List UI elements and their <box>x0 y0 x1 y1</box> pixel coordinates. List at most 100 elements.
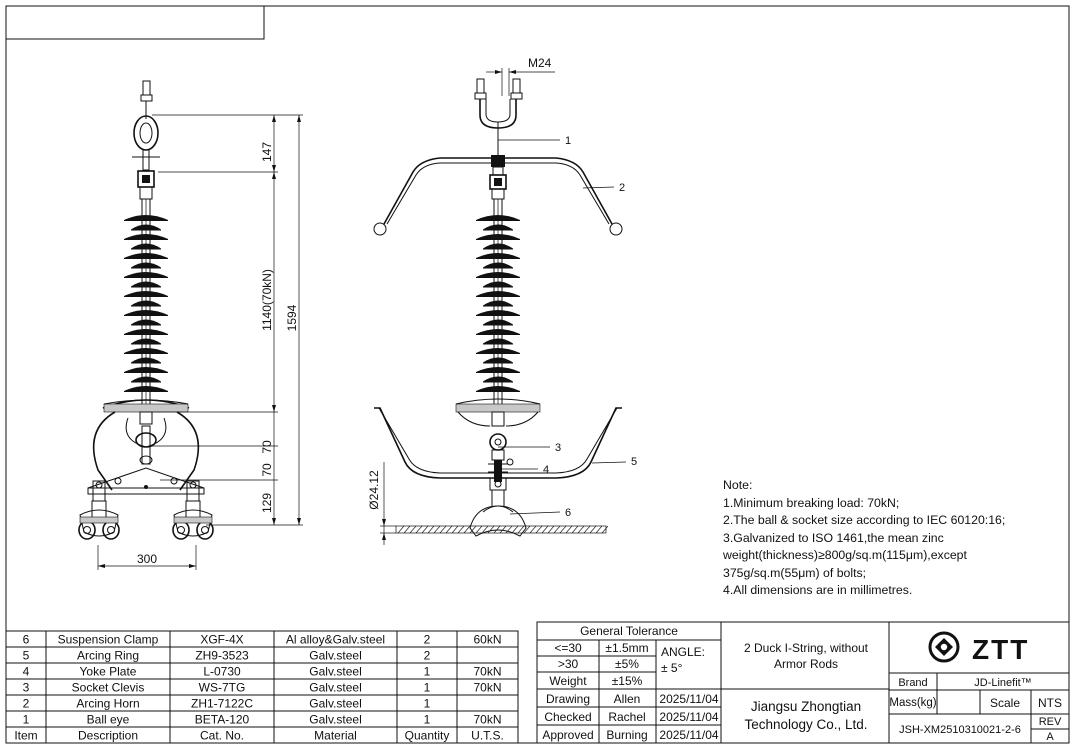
note-line: 2.The ball & socket size according to IE… <box>723 513 1006 527</box>
brand-label: Brand <box>898 677 927 689</box>
notes-title: Note: <box>723 478 753 492</box>
angle-label: ANGLE: <box>661 645 705 659</box>
note-line: 3.Galvanized to ISO 1461,the mean zinc <box>723 530 944 545</box>
tol-r2-a: >30 <box>558 657 579 671</box>
rev-value: A <box>1046 731 1054 743</box>
bom-cell: ZH1-7122C <box>191 697 253 711</box>
tolerance-block: General Tolerance <=30 ±1.5mm >30 ±5% We… <box>536 621 722 744</box>
bom-cell: Galv.steel <box>309 697 361 711</box>
bom-cell: L-0730 <box>203 665 241 679</box>
bom-cell: 1 <box>23 713 30 727</box>
drawing-number: JSH-XM2510310021-2-6 <box>899 724 1021 736</box>
signoff-cell: Allen <box>614 692 641 706</box>
tol-r3-b: ±15% <box>612 674 643 688</box>
side-view-lower <box>78 399 214 540</box>
bom-cell: Arcing Horn <box>76 697 139 711</box>
angle-value: ± 5° <box>661 661 683 675</box>
brand-value: JD-Linefit™ <box>974 677 1031 689</box>
mass-label: Mass(kg) <box>889 697 936 709</box>
insulator-sheds-right <box>476 215 520 392</box>
bom-cell: Ball eye <box>87 713 130 727</box>
bom-cell: 2 <box>424 633 431 647</box>
sheet-tab <box>5 5 265 40</box>
company-logo: ZTT <box>928 631 1029 665</box>
bom-cell: 1 <box>424 681 431 695</box>
bom-cell: 6 <box>23 633 30 647</box>
callout-2: 2 <box>619 182 625 194</box>
insulator-sheds-left <box>124 215 168 392</box>
callout-3: 3 <box>555 442 561 454</box>
dim-1140: 1140(70kN) <box>260 269 274 331</box>
bom-cell: 1 <box>424 665 431 679</box>
callout-1: 1 <box>565 135 571 147</box>
drawing-title-line2: Armor Rods <box>774 657 838 671</box>
dim-phi: Ø24.12 <box>367 470 381 510</box>
scale-label: Scale <box>990 696 1020 710</box>
bom-cell: 60kN <box>473 633 501 647</box>
note-line: 1.Minimum breaking load: 70kN; <box>723 495 900 510</box>
bom-cell: 1 <box>424 713 431 727</box>
note-line: 375g/sq.m(55μm) of bolts; <box>723 565 867 580</box>
bom-cell: 2 <box>23 697 30 711</box>
note-line: 4.All dimensions are in millimetres. <box>723 583 913 597</box>
signoff-cell: 2025/11/04 <box>659 728 718 742</box>
callout-4: 4 <box>543 464 549 476</box>
signoff-cell: 2025/11/04 <box>659 692 718 706</box>
signoff-cell: Burning <box>606 728 647 742</box>
bom-cell: WS-7TG <box>199 681 246 695</box>
bom-cell: Arcing Ring <box>77 649 139 663</box>
dim-129: 129 <box>260 493 274 513</box>
front-view-lower <box>374 398 622 537</box>
dim-70-upper: 70 <box>260 440 274 454</box>
bom-cell: ZH9-3523 <box>195 649 249 663</box>
company-name-line2: Technology Co., Ltd. <box>744 717 867 732</box>
bom-cell: 70kN <box>473 665 501 679</box>
tolerance-title: General Tolerance <box>580 624 678 638</box>
bom-cell: Yoke Plate <box>80 665 137 679</box>
bom-cell: BETA-120 <box>195 713 250 727</box>
company-name-line1: Jiangsu Zhongtian <box>751 699 861 714</box>
bill-of-materials: 6 Suspension Clamp XGF-4X Al alloy&Galv.ste… <box>5 630 519 744</box>
signoff-cell: Checked <box>544 710 591 724</box>
bom-cell: 1 <box>424 697 431 711</box>
title-block: 2 Duck I-String, without Armor Rods Jian… <box>720 621 1070 744</box>
drawing-title-line1: 2 Duck I-String, without <box>744 641 869 655</box>
bom-cell: 3 <box>23 681 30 695</box>
tol-r1-b: ±1.5mm <box>605 641 648 655</box>
signoff-cell: Approved <box>542 728 593 742</box>
side-view-dimensions: 147 1140(70kN) 1594 70 70 129 300 <box>97 114 303 570</box>
bom-cell: Socket Clevis <box>72 681 145 695</box>
bom-cell: Al alloy&Galv.steel <box>286 633 385 647</box>
signoff-cell: Rachel <box>608 710 645 724</box>
dim-147: 147 <box>260 142 274 162</box>
dim-300: 300 <box>137 552 157 566</box>
bom-cell: 70kN <box>473 681 501 695</box>
bom-cell: Suspension Clamp <box>58 633 159 647</box>
bom-header: Material <box>314 729 357 743</box>
bom-header: Quantity <box>405 729 450 743</box>
bom-cell: 2 <box>424 649 431 663</box>
bom-cell: 4 <box>23 665 30 679</box>
tol-r2-b: ±5% <box>615 657 639 671</box>
scale-value: NTS <box>1038 696 1062 710</box>
tol-r3-a: Weight <box>549 674 587 688</box>
note-line: weight(thickness)≥800g/sq.m(115μm),excep… <box>723 548 967 562</box>
dim-m24: M24 <box>528 56 552 70</box>
bom-cell: XGF-4X <box>200 633 243 647</box>
bom-header: Item <box>14 729 37 743</box>
conductor-hatch <box>397 525 609 534</box>
bom-cell: 5 <box>23 649 30 663</box>
tol-r1-a: <=30 <box>554 641 582 655</box>
bom-cell: Galv.steel <box>309 713 361 727</box>
dim-1594: 1594 <box>285 304 299 331</box>
callout-6: 6 <box>565 507 571 519</box>
bom-header: Description <box>78 729 138 743</box>
bom-header: U.T.S. <box>471 729 504 743</box>
signoff-cell: 2025/11/04 <box>659 710 718 724</box>
logo-text: ZTT <box>972 634 1029 665</box>
part-callouts: 1 2 3 4 5 6 <box>498 135 637 519</box>
bom-cell: Galv.steel <box>309 681 361 695</box>
callout-5: 5 <box>631 456 637 468</box>
drawing-notes: Note: 1.Minimum breaking load: 70kN; 2.T… <box>723 477 1063 600</box>
